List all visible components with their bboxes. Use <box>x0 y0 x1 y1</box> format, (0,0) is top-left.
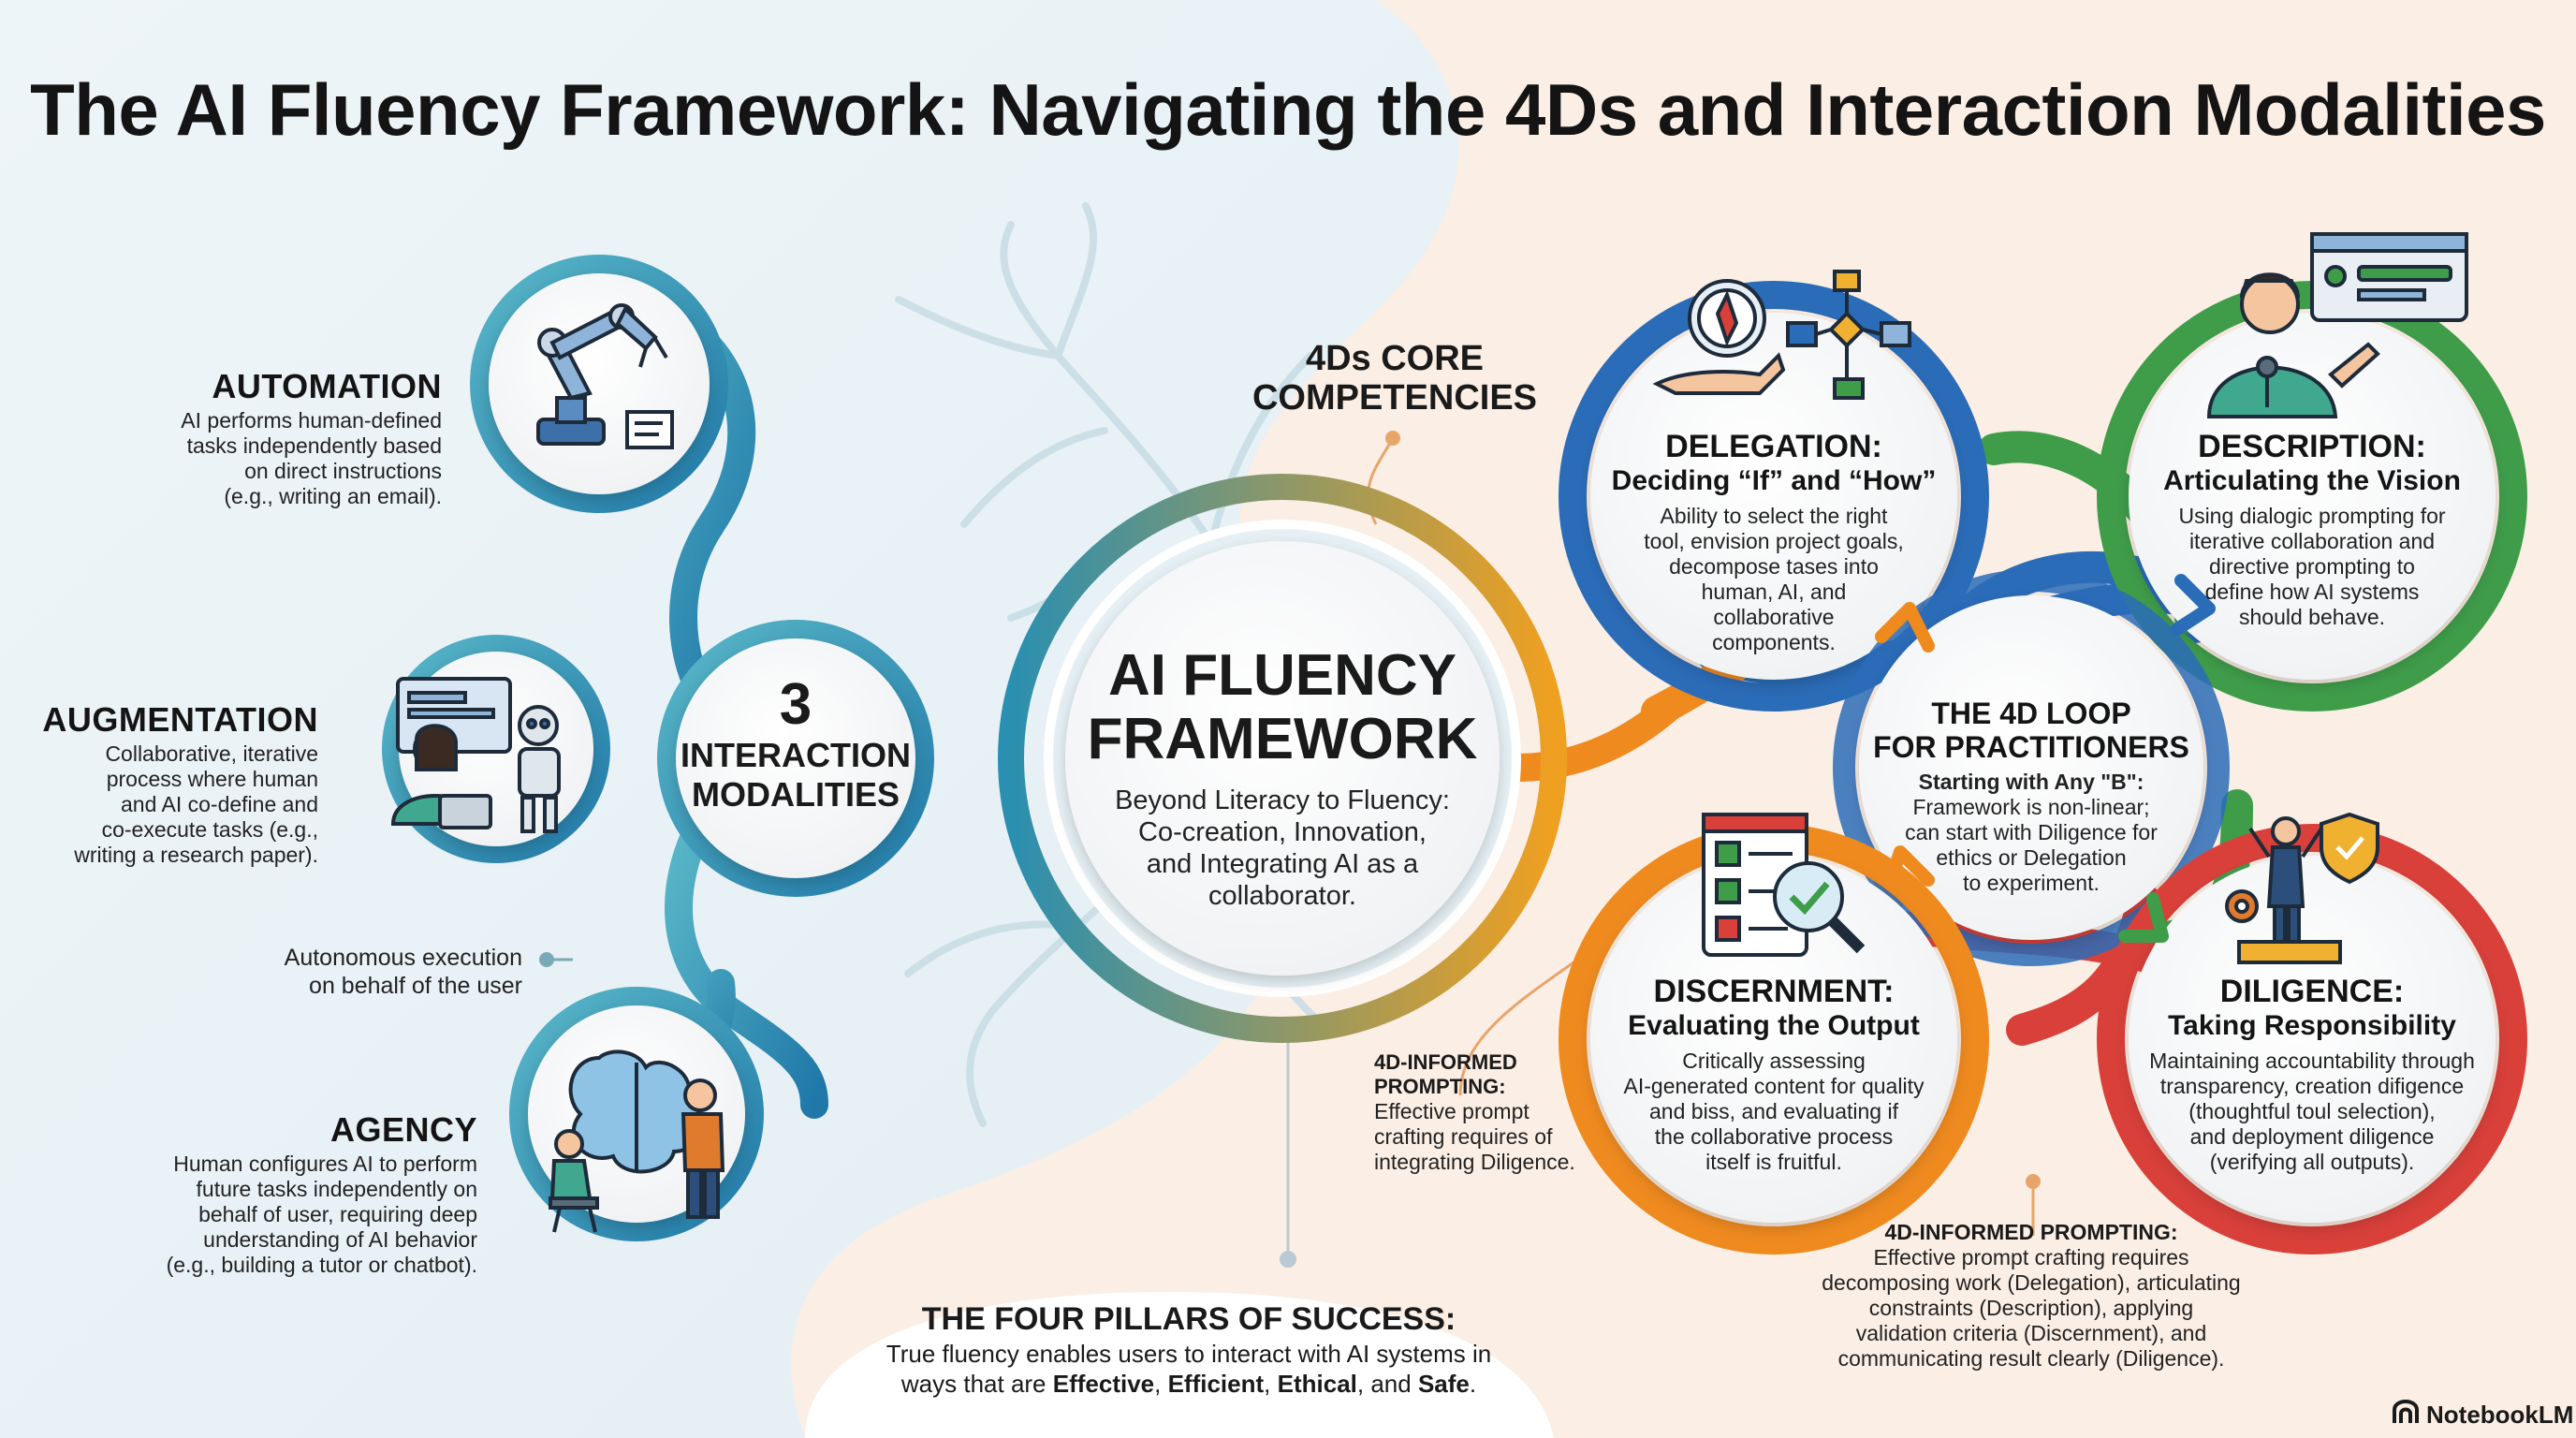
four-d-loop-text: THE 4D LOOP FOR PRACTITIONERS Starting w… <box>1873 697 2189 895</box>
brain-configuration-icon <box>549 1049 725 1233</box>
page-title: The AI Fluency Framework: Navigating the… <box>30 68 2546 151</box>
shield-podium-icon <box>2225 812 2379 964</box>
notebooklm-logo-icon <box>2393 1400 2419 1423</box>
modalities-hub-label: 3 INTERACTION MODALITIES <box>681 672 911 814</box>
loop-circle <box>1833 569 2230 966</box>
delegation-circle <box>1559 281 1989 712</box>
checklist-magnifier-icon <box>1702 813 1866 957</box>
automation-heading: AUTOMATION <box>212 367 442 405</box>
center-hub-description: Beyond Literacy to Fluency:Co-creation, … <box>1115 785 1450 911</box>
delegation-text: DELEGATION: Deciding “If” and “How” Abil… <box>1611 429 1937 654</box>
agency-heading: AGENCY <box>329 1110 477 1149</box>
notebooklm-brand: NotebookLM <box>2426 1401 2574 1429</box>
augmentation-heading: AUGMENTATION <box>42 700 318 739</box>
bottom-white-wave <box>805 1292 1554 1438</box>
center-hub-ring <box>998 474 1567 1043</box>
compass-flowchart-icon <box>1652 270 1911 400</box>
loop-arrowheads <box>1875 574 2216 943</box>
robot-arm-icon <box>536 303 674 449</box>
speaker-chat-icon <box>2206 232 2468 418</box>
diligence-circle <box>2097 824 2527 1255</box>
discernment-text: DISCERNMENT: Evaluating the Output Criti… <box>1623 974 1925 1174</box>
automation-circle <box>470 255 728 513</box>
diligence-text: DILIGENCE: Taking Responsibility Maintai… <box>2149 974 2475 1174</box>
human-robot-collaboration-icon <box>390 677 561 833</box>
center-hub-title: AI FLUENCY FRAMEWORK <box>1087 643 1478 771</box>
description-text: DESCRIPTION: Articulating the Vision Usi… <box>2163 429 2461 629</box>
four-pillars-section: THE FOUR PILLARS OF SUCCESS: True fluenc… <box>886 1301 1492 1398</box>
informed-prompting-note-large: 4D-INFORMED PROMPTING: Effective prompt … <box>1822 1220 2241 1371</box>
